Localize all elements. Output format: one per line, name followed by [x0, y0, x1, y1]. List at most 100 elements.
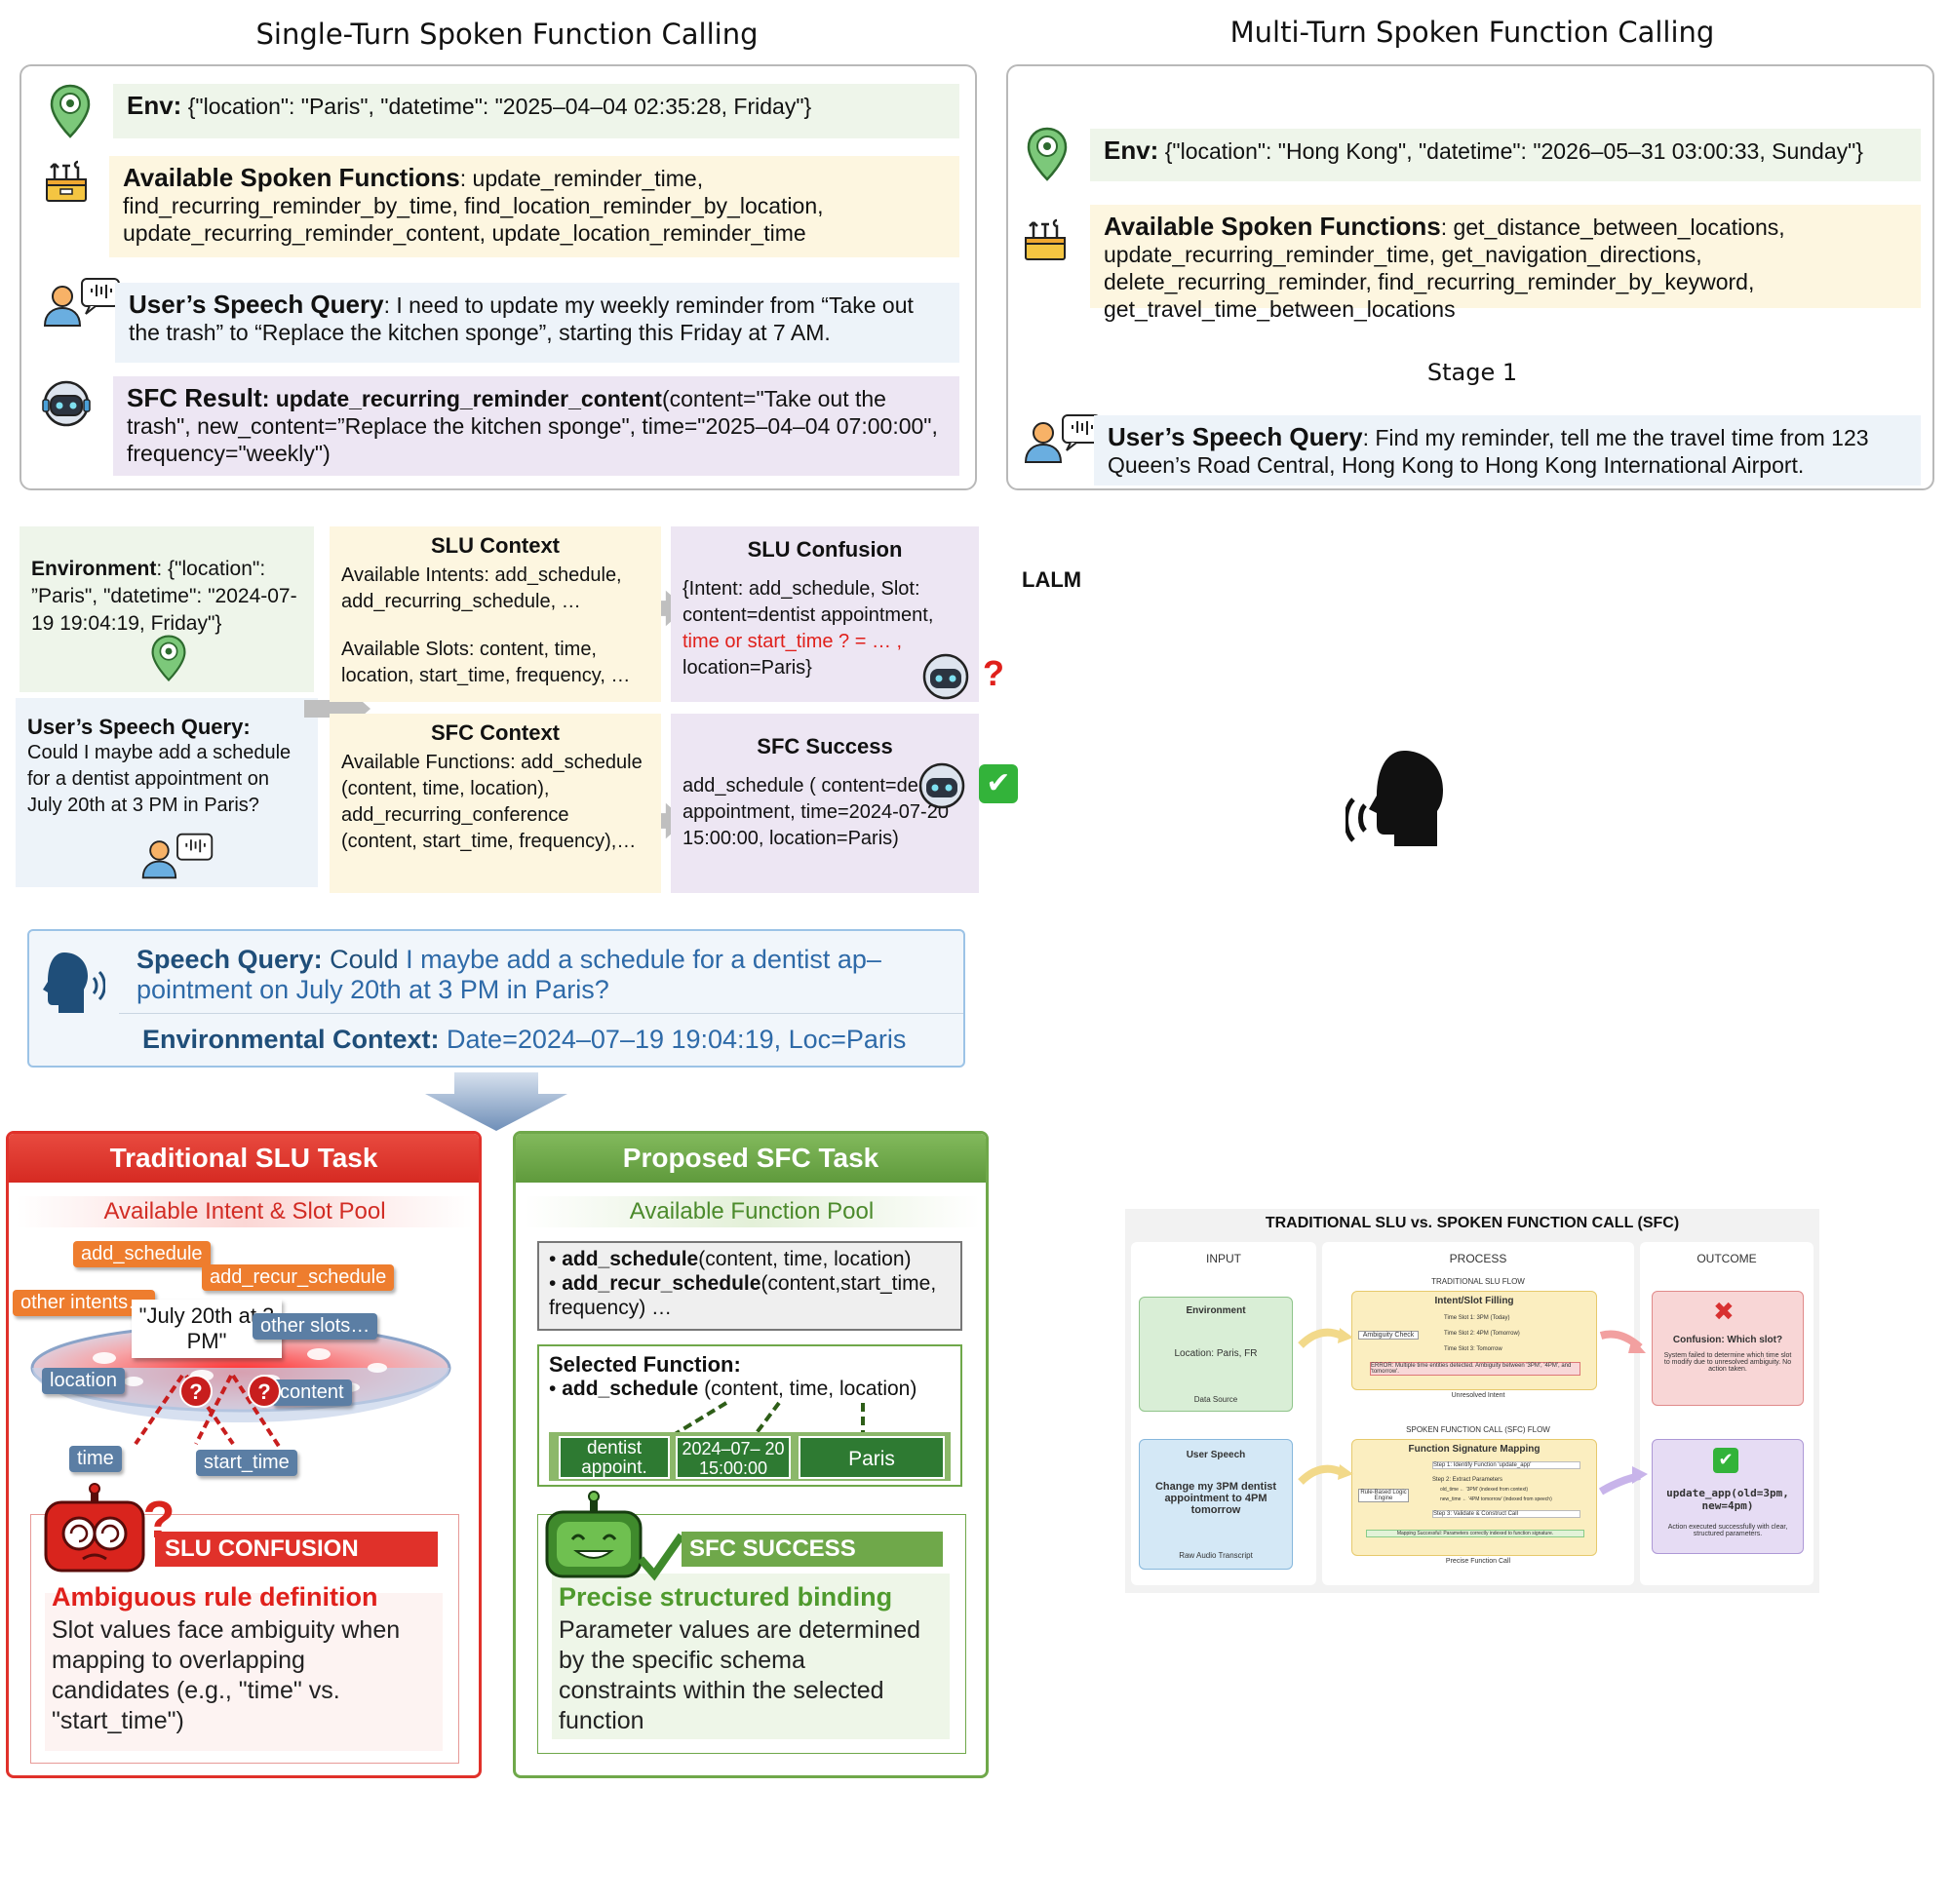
info-unresolved: Unresolved Intent [1451, 1392, 1505, 1399]
info-precise: Precise Function Call [1445, 1558, 1511, 1565]
single-env-row: Env: {"location": "Paris", "datetime": "… [113, 84, 959, 138]
result-value: (content="Take out the trash", new_conte… [127, 386, 938, 466]
env-value: {"location": "Hong Kong", "datetime": "2… [1158, 138, 1863, 164]
info-flow-arrows [1298, 1328, 1648, 1496]
happy-robot-icon [545, 1491, 685, 1581]
multi-query-row: User’s Speech Query: Find my reminder, t… [1094, 415, 1921, 486]
info-p2: new_time ← '4PM tomorrow' (indexed from … [1440, 1496, 1552, 1502]
robot-icon [922, 653, 969, 700]
info-call-box: ✔ update_app(old=3pm, new=4pm) Action ex… [1652, 1439, 1804, 1554]
slu-task-panel: Traditional SLU Task Available Intent & … [6, 1131, 482, 1778]
toolbox-icon [1025, 218, 1066, 260]
function-pool-list: • add_schedule(content, time, location) … [537, 1241, 962, 1331]
question-mark: ? [983, 653, 1004, 693]
info-call-caption: Action executed successfully with clear,… [1667, 1524, 1788, 1537]
info-speech-title: User Speech [1186, 1450, 1246, 1460]
info-mapping: Mapping Successful: Parameters correctly… [1366, 1530, 1584, 1537]
col-process: PROCESS [1449, 1252, 1507, 1265]
info-slu-box-title: Intent/Slot Filling [1434, 1296, 1514, 1306]
user-speech-icon [43, 278, 120, 327]
slu-confusion-location: location=Paris} [682, 657, 812, 679]
speech-query-label: Speech Query: [136, 945, 323, 974]
info-error: ERROR: Multiple time entities detected. … [1370, 1362, 1580, 1376]
sfc-pool-title: Available Function Pool [524, 1196, 980, 1227]
svg-text:?: ? [257, 1379, 270, 1404]
multi-functions-row: Available Spoken Functions: get_distance… [1090, 205, 1921, 322]
env-label: Env: [1104, 136, 1159, 165]
slu-pool-title: Available Intent & Slot Pool [17, 1196, 473, 1227]
chip-time: time [69, 1446, 122, 1472]
info-speech-text: Change my 3PM dentist appointment to 4PM… [1154, 1481, 1277, 1516]
speech-query-could: Could [322, 945, 399, 974]
pool-f1-name: add_schedule [562, 1248, 699, 1270]
info-env-caption: Data Source [1193, 1395, 1238, 1404]
sfc-success-badge: SFC SUCCESS [682, 1532, 943, 1567]
result-label: SFC Result [127, 383, 262, 412]
chip-add-schedule: add_schedule [73, 1241, 211, 1267]
info-sfc-box-title: Function Signature Mapping [1408, 1444, 1540, 1455]
arrow-down-icon [425, 1072, 567, 1131]
sfc-success-title: SFC Success [757, 734, 893, 758]
query-value: : I need to update my weekly reminder fr… [129, 292, 914, 345]
chip-other-intents: other intents… [13, 1290, 156, 1316]
stage-label: Stage 1 [1426, 359, 1518, 386]
info-slu-box: Intent/Slot Filling Ambiguity Check Time… [1351, 1291, 1597, 1390]
info-confusion-title: Confusion: Which slot? [1672, 1335, 1783, 1345]
info-step2: Step 2: Extract Parameters [1432, 1477, 1503, 1483]
info-slu-flow: TRADITIONAL SLU FLOW [1431, 1277, 1525, 1286]
comparison-query-box: User’s Speech Query: Could I maybe add a… [16, 698, 318, 887]
sfc-success-text: add_schedule ( content=dentist appointme… [682, 775, 955, 849]
slu-confusion-badge: SLU CONFUSION [155, 1532, 438, 1567]
functions-value: : update_reminder_time, find_recurring_r… [123, 166, 824, 246]
sfc-task-header: Proposed SFC Task [516, 1134, 986, 1183]
multi-turn-title: Multi-Turn Spoken Function Calling [1229, 16, 1715, 49]
check-icon: ✔ [979, 764, 1018, 803]
info-env-text: Location: Paris, FR [1174, 1348, 1258, 1359]
slu-confusion-card [30, 1514, 459, 1764]
info-step1: Step 1: Identify Function 'update_app' [1432, 1461, 1580, 1469]
info-rule-engine: Rule-Based Logic Engine [1358, 1489, 1409, 1502]
col-outcome: OUTCOME [1696, 1252, 1757, 1265]
location-pin-icon [151, 635, 186, 681]
env-value: {"location": "Paris", "datetime": "2025–… [181, 94, 812, 119]
location-pin-icon [1027, 127, 1068, 181]
query-label: User’s Speech Query [1108, 422, 1363, 451]
rule-text: Slot values face ambiguity when mapping … [52, 1616, 401, 1734]
pool-f1-args: (content, time, location) [698, 1248, 912, 1270]
functions-value: : get_distance_between_locations, update… [1104, 214, 1785, 322]
sfc-context-text: Available Functions: add_schedule (conte… [341, 752, 643, 852]
slot-time: 2024–07– 20 15:00:00 [676, 1436, 791, 1479]
chip-start-time: start_time [196, 1450, 297, 1476]
info-confusion-box: ✖ Confusion: Which slot? System failed t… [1652, 1291, 1804, 1406]
info-call-text: update_app(old=3pm, new=4pm) [1666, 1487, 1789, 1512]
info-speech-box: User Speech Change my 3PM dentist appoin… [1139, 1439, 1293, 1570]
env-context-label: Environmental Context: [142, 1025, 440, 1054]
info-env-title: Environment [1186, 1305, 1246, 1316]
check-icon: ✔ [1713, 1448, 1738, 1473]
slu-context-box: SLU Context Available Intents: add_sched… [330, 526, 661, 702]
confused-robot-icon: ? [44, 1483, 173, 1573]
info-sfc-flow: SPOKEN FUNCTION CALL (SFC) FLOW [1406, 1425, 1550, 1434]
slu-confusion-ambiguous: time or start_time ? = … , [682, 631, 903, 652]
pool-f2-args: (content,start_time, frequency) … [549, 1272, 937, 1319]
slu-context-intents: Available Intents: add_schedule, add_rec… [341, 564, 622, 612]
info-title: TRADITIONAL SLU vs. SPOKEN FUNCTION CALL… [1265, 1215, 1680, 1231]
comparison-env-box: Environment: {"location": ”Paris", "date… [20, 526, 314, 692]
slu-context-title: SLU Context [431, 533, 560, 558]
speech-query-text: I maybe add a schedule for a dentist ap–… [136, 945, 881, 1004]
ambiguity-arrows: ? ? [134, 1374, 282, 1450]
env-label: Env: [127, 91, 182, 120]
slu-confusion-title: SLU Confusion [747, 537, 903, 562]
toolbox-icon [46, 160, 87, 202]
info-ambiguity: Ambiguity Check [1358, 1331, 1419, 1340]
user-speech-icon [1024, 414, 1101, 463]
query-value: : Find my reminder, tell me the travel t… [1108, 425, 1869, 478]
speaking-head-icon [43, 952, 105, 1013]
sfc-context-title: SFC Context [431, 720, 560, 745]
env-value: : {"location": ”Paris", "datetime": "202… [31, 558, 297, 635]
functions-label: Available Spoken Functions [1104, 212, 1441, 241]
pool-f2-name: add_recur_schedule [562, 1272, 761, 1295]
user-speech-icon [141, 833, 214, 879]
selected-function-box: Selected Function: • add_schedule (conte… [537, 1344, 962, 1487]
query-text: Could I maybe add a schedule for a denti… [27, 742, 292, 816]
